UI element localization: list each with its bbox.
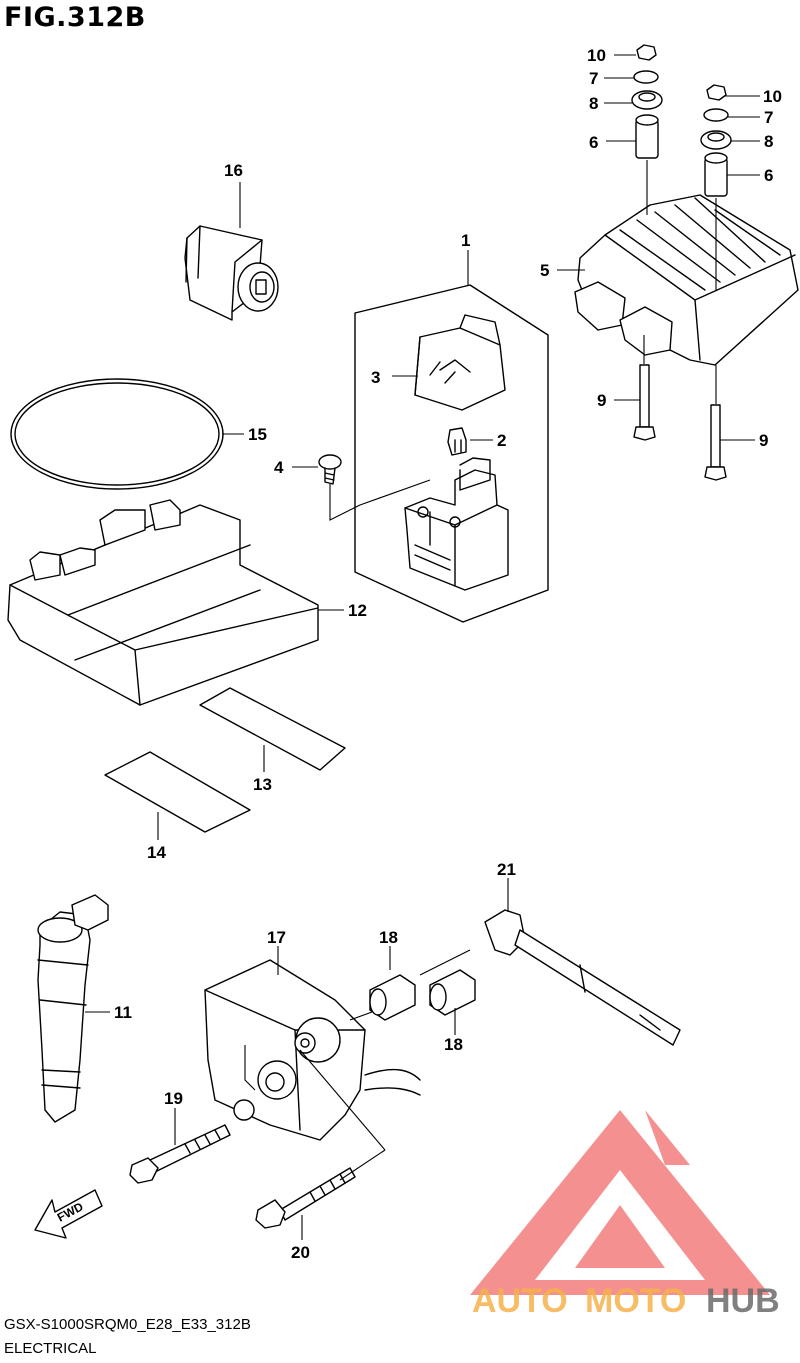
callout-15: 15	[248, 425, 267, 444]
part-6-collar-left	[635, 114, 659, 159]
watermark-logo	[470, 1110, 770, 1295]
callout-6-left: 6	[589, 133, 598, 152]
callout-20: 20	[291, 1243, 310, 1262]
part-18-collar-upper	[369, 974, 416, 1021]
callout-13: 13	[253, 775, 272, 794]
callout-19: 19	[164, 1089, 183, 1108]
callout-6-right: 6	[764, 166, 773, 185]
callout-1: 1	[461, 231, 470, 250]
part-11-ignition-coil	[37, 894, 109, 1123]
callout-10-left: 10	[587, 46, 606, 65]
callout-14: 14	[147, 843, 166, 862]
callout-7-right: 7	[764, 108, 773, 127]
footer-code: GSX-S1000SRQM0_E28_E33_312B	[4, 1316, 251, 1333]
part-2-fuse	[447, 427, 467, 456]
part-16-connector	[184, 225, 279, 321]
part-1-outline	[354, 284, 549, 623]
part-10-nut-left	[636, 44, 657, 61]
part-19-bolt	[129, 1124, 231, 1184]
callout-9-right: 9	[759, 431, 768, 450]
part-3-cover	[414, 314, 506, 411]
callout-7-left: 7	[589, 69, 598, 88]
figure-title: FIG.312B	[4, 2, 146, 33]
callout-labels: 1 2 3 4 5 6 6 7 7 8 8 9 9 10 10 11 12 13…	[114, 46, 782, 1262]
watermark-text-moto: MOTO	[585, 1282, 686, 1320]
footer-section: ELECTRICAL	[4, 1340, 97, 1357]
leader-lines	[85, 54, 760, 1035]
part-12-ecm	[7, 499, 319, 706]
callout-10-right: 10	[763, 87, 782, 106]
callout-21: 21	[497, 860, 516, 879]
part-7-washer-left	[633, 70, 659, 84]
part-4-screw	[318, 454, 431, 521]
callout-18-lower: 18	[444, 1035, 463, 1054]
callout-17: 17	[267, 928, 286, 947]
part-21-clamp	[484, 909, 681, 1046]
part-6-collar-right	[704, 152, 728, 197]
part-7-washer-right	[703, 108, 729, 122]
part-10-nut-right	[706, 84, 727, 101]
part-15-gasket	[10, 378, 224, 490]
callout-5: 5	[540, 261, 549, 280]
callout-4: 4	[274, 458, 284, 477]
callout-3: 3	[371, 368, 380, 387]
callout-16: 16	[224, 161, 243, 180]
part-20-bolt	[255, 1167, 356, 1229]
callout-9-left: 9	[597, 391, 606, 410]
part-8-grommet-left	[631, 90, 663, 110]
watermark-text-hub: HUB	[706, 1282, 780, 1320]
fwd-arrow	[34, 1189, 103, 1239]
callout-2: 2	[497, 431, 506, 450]
part-5-regulator	[574, 194, 799, 366]
part-17-sensor	[204, 959, 421, 1151]
callout-12: 12	[348, 601, 367, 620]
callout-11: 11	[114, 1003, 132, 1022]
callout-8-right: 8	[764, 132, 773, 151]
part-13-label	[199, 687, 346, 771]
part-18-collar-lower	[429, 969, 476, 1016]
part-14-label	[104, 751, 251, 833]
watermark-text-auto: AUTO	[472, 1282, 568, 1320]
callout-8-left: 8	[589, 94, 598, 113]
part-9-bolt-left	[633, 364, 656, 441]
part-8-grommet-right	[700, 130, 732, 150]
part-9-bolt-right	[704, 404, 727, 481]
callout-18-upper: 18	[379, 928, 398, 947]
starter-relay	[404, 457, 509, 591]
